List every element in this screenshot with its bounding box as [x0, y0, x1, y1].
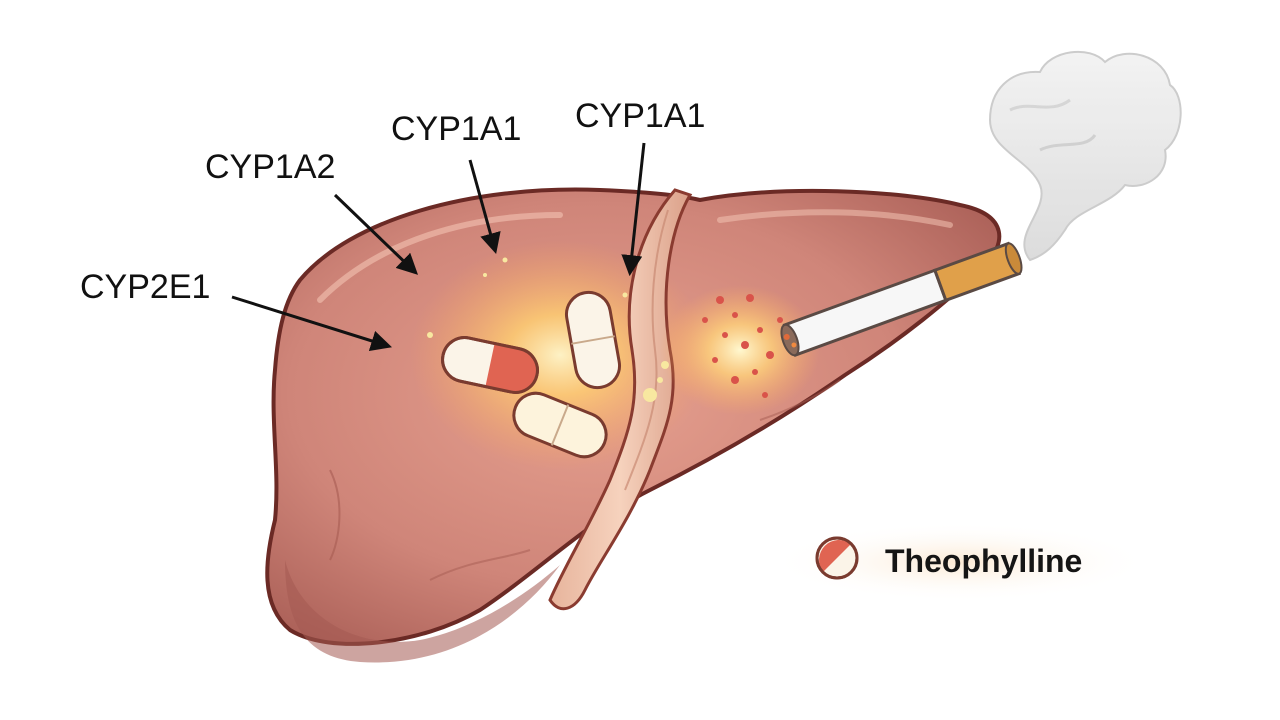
arrow-cyp1a1-right — [621, 142, 646, 277]
label-cyp1a2: CYP1A2 — [205, 148, 335, 186]
capsule-1 — [441, 336, 539, 394]
smoke-icon — [988, 50, 1182, 262]
arrow-cyp2e1 — [231, 295, 393, 351]
theophylline-pill-icon — [815, 536, 859, 580]
capsule-3 — [512, 391, 608, 459]
metabolite-particles — [702, 294, 793, 398]
legend-label: Theophylline — [885, 543, 1082, 579]
arrow-cyp1a2 — [333, 193, 419, 275]
cigarette-icon — [780, 241, 1023, 357]
legend: Theophylline — [770, 522, 1150, 602]
label-cyp1a1-right: CYP1A1 — [575, 97, 705, 135]
label-cyp2e1: CYP2E1 — [80, 268, 210, 306]
arrow-cyp1a1-left — [468, 159, 501, 255]
label-cyp1a1-left: CYP1A1 — [391, 110, 521, 148]
capsule-2 — [564, 290, 622, 390]
